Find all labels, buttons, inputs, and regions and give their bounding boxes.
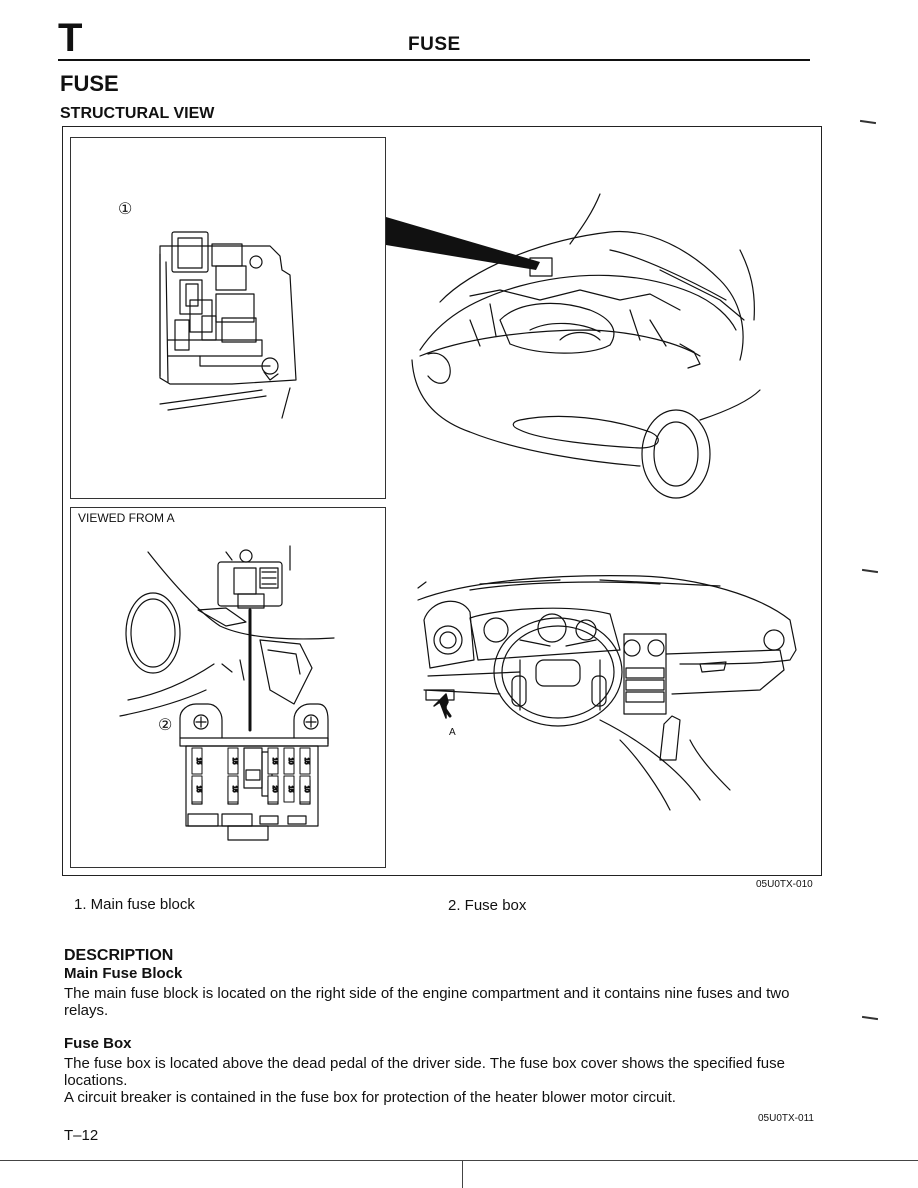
- main-fuse-block-text: The main fuse block is located on the ri…: [64, 985, 790, 1019]
- caption-fuse-box: 2. Fuse box: [448, 897, 527, 914]
- fuse-slot: [191, 747, 203, 775]
- circled-label-1: ①: [118, 201, 132, 218]
- fuse-slot: [267, 775, 279, 803]
- header-rule: [58, 59, 810, 61]
- fuse-slot: [267, 747, 279, 775]
- main-fuse-block-heading: Main Fuse Block: [64, 965, 183, 982]
- fuse-rating-label: 15: [287, 786, 293, 793]
- fuse-slot: [283, 775, 295, 803]
- fuse-box-text-1: The fuse box is located above the dead p…: [64, 1055, 785, 1089]
- bottom-rule: [0, 1160, 918, 1161]
- fuse-cells: 15 15 10 15 15 15 15 10 15 20: [191, 747, 311, 803]
- structural-view-figure: [62, 126, 822, 876]
- description-heading: DESCRIPTION: [64, 947, 174, 964]
- fuse-slot: [227, 775, 239, 803]
- section-title: STRUCTURAL VIEW: [60, 105, 215, 122]
- fuse-rating-label: 15: [271, 758, 277, 765]
- fuse-slot: [299, 775, 311, 803]
- fuse-rating-label: 10: [287, 758, 293, 765]
- fuse-slot: [191, 775, 203, 803]
- fuse-rating-label: 15: [303, 758, 309, 765]
- section-letter: T: [58, 16, 83, 60]
- circled-label-2: ②: [158, 717, 172, 734]
- fuse-box-panel: [70, 507, 386, 868]
- fuse-rating-label: 15: [195, 758, 201, 765]
- fuse-rating-label: 15: [195, 786, 201, 793]
- viewed-from-label: VIEWED FROM A: [78, 511, 175, 525]
- header-title: FUSE: [408, 34, 461, 55]
- page-title: FUSE: [60, 71, 119, 96]
- fuse-slot: [299, 747, 311, 775]
- fuse-slot: [227, 747, 239, 775]
- fuse-rating-label: 10: [303, 786, 309, 793]
- engine-compartment-drawing: [411, 193, 761, 499]
- page-number: T–12: [64, 1127, 99, 1144]
- text-code: 05U0TX-011: [758, 1113, 814, 1124]
- kick-panel-drawing: [119, 545, 335, 732]
- bottom-tick: [462, 1160, 463, 1188]
- arrow-label-a: A: [449, 727, 456, 738]
- figure-code: 05U0TX-010: [756, 879, 813, 890]
- fuse-box-text-2: A circuit breaker is contained in the fu…: [64, 1089, 676, 1106]
- fuse-rating-label: 20: [271, 786, 277, 793]
- main-fuse-block-drawing: [159, 231, 297, 419]
- fuse-box-heading: Fuse Box: [64, 1035, 132, 1052]
- caption-main-fuse-block: 1. Main fuse block: [74, 896, 195, 913]
- dashboard-drawing: [417, 575, 797, 811]
- fuse-rating-label: 15: [231, 786, 237, 793]
- fuse-slot: [283, 747, 295, 775]
- fuse-rating-label: 15: [231, 758, 237, 765]
